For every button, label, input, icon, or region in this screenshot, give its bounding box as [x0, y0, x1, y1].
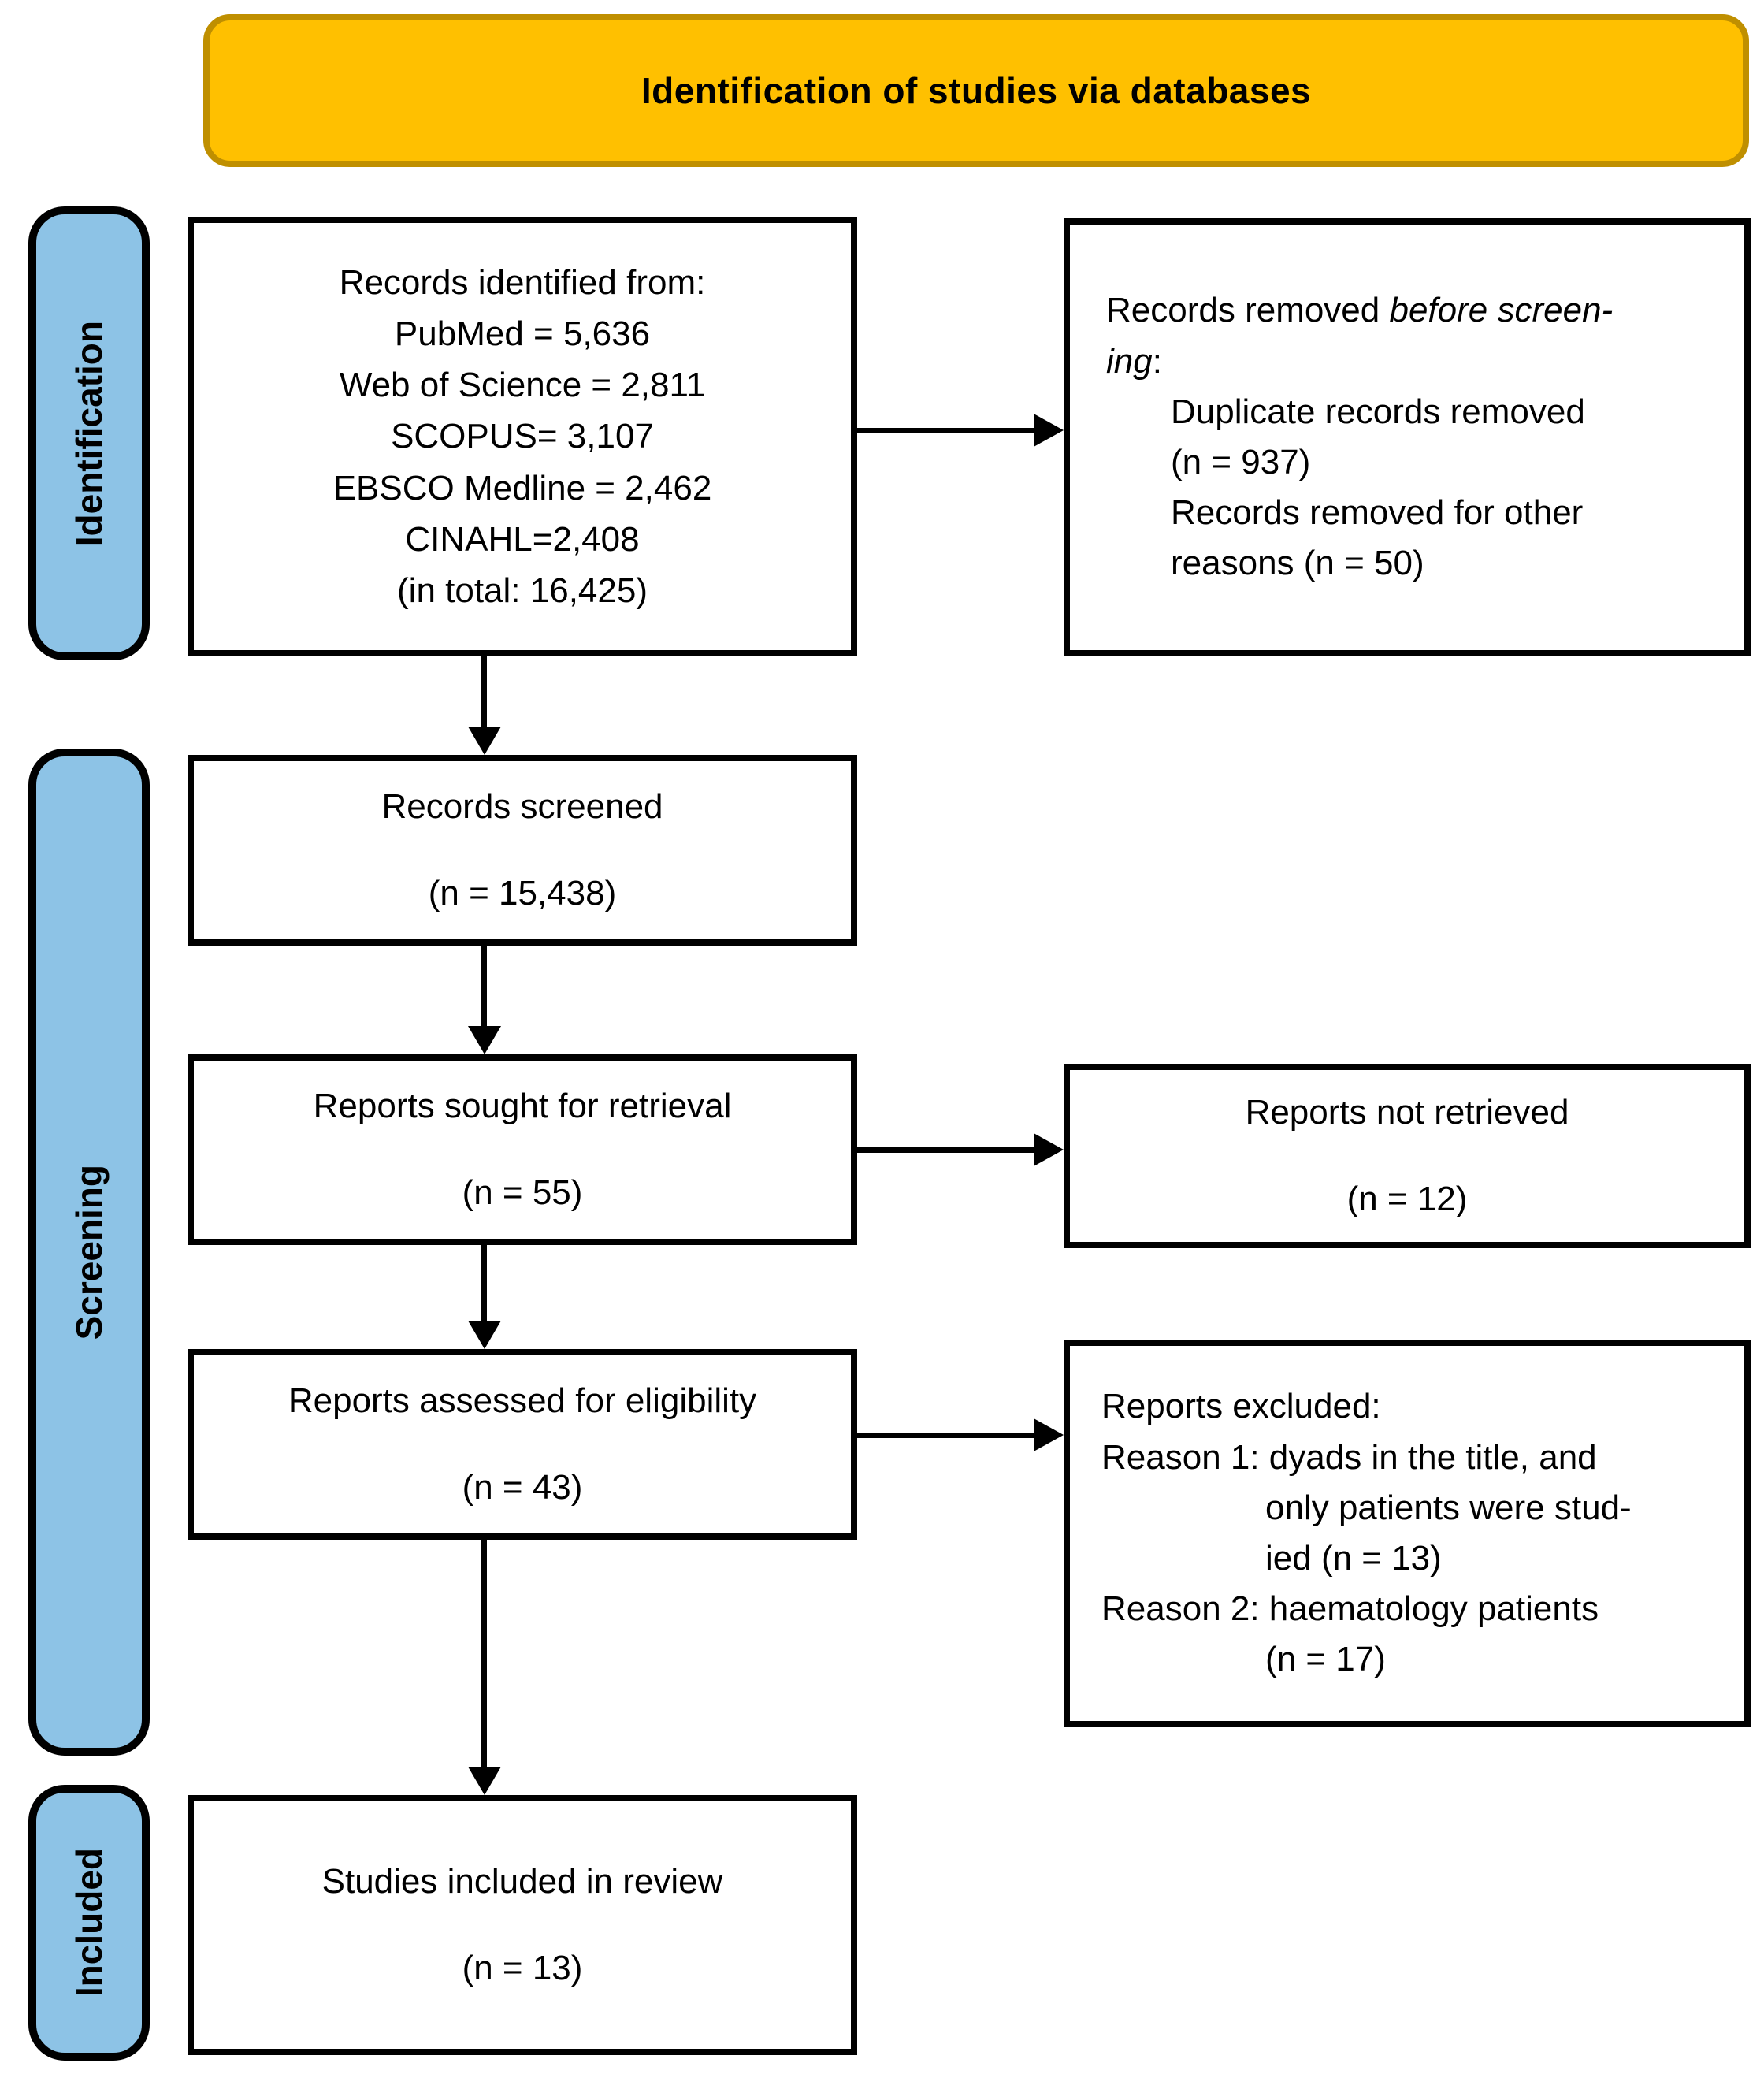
stage-identification: Identification	[28, 206, 150, 660]
records-removed-intro-regular: Records removed	[1106, 291, 1390, 330]
reports-excluded-row: Reason 2: haematology patients	[1101, 1589, 1599, 1629]
banner-title: Identification of studies via databases	[641, 70, 1312, 111]
reports-excluded-row: only patients were stud-	[1265, 1488, 1632, 1527]
box-reports-assessed: Reports assessed for eligibility (n = 43…	[188, 1349, 857, 1540]
stage-included: Included	[28, 1785, 150, 2061]
reports-excluded-row: Reason 1: dyads in the title, and	[1101, 1437, 1597, 1477]
records-identified-line: Records identified from:	[339, 263, 706, 303]
reports-assessed-text: Reports assessed for eligibility (n = 43…	[194, 1355, 851, 1533]
arrow-down-head-icon	[468, 727, 501, 755]
arrow-identified-to-removed-line	[857, 428, 1037, 433]
reports-sought-label: Reports sought for retrieval	[313, 1086, 732, 1125]
reports-assessed-label: Reports assessed for eligibility	[288, 1381, 757, 1420]
arrow-down-head-icon	[468, 1321, 501, 1349]
stage-screening-label: Screening	[69, 1164, 110, 1340]
records-removed-detail: (n = 937)	[1171, 443, 1311, 481]
arrow-right-head-icon	[1034, 1418, 1064, 1451]
reports-excluded-text: Reports excluded: Reason 1: dyads in the…	[1070, 1346, 1764, 1721]
box-records-screened: Records screened (n = 15,438)	[188, 755, 857, 946]
box-reports-sought: Reports sought for retrieval (n = 55)	[188, 1054, 857, 1245]
arrow-assessed-to-included-line	[481, 1540, 487, 1767]
box-reports-not-retrieved: Reports not retrieved (n = 12)	[1064, 1064, 1751, 1248]
records-removed-intro-colon: :	[1152, 341, 1162, 381]
records-removed-detail: Duplicate records removed	[1171, 392, 1585, 431]
records-screened-text: Records screened (n = 15,438)	[194, 761, 851, 939]
records-identified-line: CINAHL=2,408	[405, 519, 640, 559]
records-removed-intro-italic2: ing	[1106, 341, 1153, 381]
records-identified-line: EBSCO Medline = 2,462	[332, 468, 712, 507]
stage-screening: Screening	[28, 749, 150, 1756]
studies-included-count: (n = 13)	[462, 1949, 583, 1987]
arrow-assessed-to-excluded-line	[857, 1433, 1037, 1438]
arrow-screened-to-sought-line	[481, 946, 487, 1026]
records-identified-line: (in total: 16,425)	[397, 571, 648, 610]
reports-sought-text: Reports sought for retrieval (n = 55)	[194, 1061, 851, 1239]
records-identified-line: Web of Science = 2,811	[339, 366, 706, 405]
arrow-down-head-icon	[468, 1767, 501, 1795]
studies-included-text: Studies included in review (n = 13)	[194, 1801, 851, 2049]
records-removed-detail: Records removed for other	[1171, 493, 1584, 533]
records-removed-intro-line2: ing:	[1106, 336, 1764, 387]
reports-not-retrieved-text: Reports not retrieved (n = 12)	[1070, 1070, 1744, 1242]
records-identified-line: PubMed = 5,636	[394, 314, 651, 354]
reports-excluded-row: (n = 17)	[1265, 1640, 1386, 1679]
stage-identification-label: Identification	[69, 320, 110, 547]
records-screened-count: (n = 15,438)	[428, 874, 617, 912]
arrow-identified-to-screened-line	[481, 656, 487, 729]
box-reports-excluded: Reports excluded: Reason 1: dyads in the…	[1064, 1340, 1751, 1727]
records-identified-line: SCOPUS= 3,107	[391, 417, 654, 456]
reports-sought-count: (n = 55)	[462, 1173, 583, 1212]
banner: Identification of studies via databases	[203, 14, 1749, 167]
box-records-removed: Records removed before screen- ing: Dupl…	[1064, 218, 1751, 656]
records-removed-text: Records removed before screen- ing: Dupl…	[1070, 225, 1764, 650]
reports-not-retrieved-label: Reports not retrieved	[1245, 1092, 1569, 1132]
arrow-down-head-icon	[468, 1026, 501, 1054]
records-removed-detail: reasons (n = 50)	[1171, 544, 1424, 583]
arrow-right-head-icon	[1034, 414, 1064, 447]
records-screened-label: Records screened	[381, 786, 663, 826]
reports-assessed-count: (n = 43)	[462, 1468, 583, 1507]
arrow-sought-to-not-retrieved-line	[857, 1147, 1037, 1153]
box-studies-included: Studies included in review (n = 13)	[188, 1795, 857, 2055]
studies-included-label: Studies included in review	[321, 1861, 723, 1901]
records-identified-text: Records identified from: PubMed = 5,636 …	[194, 223, 851, 650]
reports-not-retrieved-count: (n = 12)	[1346, 1180, 1468, 1218]
records-removed-intro-line1: Records removed before screen-	[1106, 285, 1764, 336]
reports-excluded-row: ied (n = 13)	[1265, 1539, 1442, 1578]
stage-included-label: Included	[69, 1848, 110, 1998]
arrow-right-head-icon	[1034, 1133, 1064, 1166]
records-removed-intro-italic1: before screen-	[1389, 291, 1614, 330]
box-records-identified: Records identified from: PubMed = 5,636 …	[188, 217, 857, 656]
arrow-sought-to-assessed-line	[481, 1245, 487, 1321]
reports-excluded-header: Reports excluded:	[1101, 1387, 1381, 1426]
